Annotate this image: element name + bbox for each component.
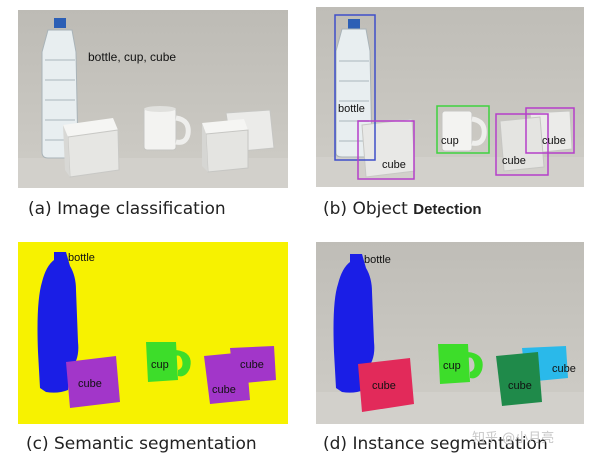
- classification-label: bottle, cup, cube: [88, 50, 177, 64]
- caption-object-detection: (b) Object Detection: [323, 199, 482, 219]
- bottle-bounding-box: [334, 14, 376, 161]
- cube-label: cube: [542, 135, 566, 147]
- caption-bold: Detection: [413, 201, 482, 218]
- bottle-mask: [333, 254, 375, 393]
- panel-instance-segmentation: bottle cube cup cube cube: [316, 242, 584, 424]
- cube-label: cube: [78, 378, 102, 390]
- detection-photo: [316, 7, 584, 187]
- cube-mask: [66, 356, 120, 408]
- cup-mask: [146, 342, 191, 382]
- bottle-mask: [37, 252, 79, 393]
- cube-label: cube: [382, 159, 406, 171]
- bottle-label: bottle: [364, 254, 391, 266]
- cube-bounding-box: [525, 107, 575, 154]
- bottle-label: bottle: [338, 103, 365, 115]
- classification-photo: [18, 10, 288, 188]
- cube-label: cube: [552, 363, 576, 375]
- bottle-label: bottle: [68, 252, 95, 264]
- cube-label: cube: [240, 359, 264, 371]
- cup-mask: [438, 344, 483, 384]
- watermark-text: 知乎 @小月亮: [472, 431, 555, 446]
- semantic-mask: [18, 242, 288, 424]
- cup-object: [143, 106, 191, 151]
- caption-image-classification: (a) Image classification: [28, 199, 226, 219]
- cup-bounding-box: [436, 105, 490, 154]
- cube-bounding-box: [357, 120, 415, 180]
- panel-image-classification: bottle, cup, cube: [18, 10, 288, 188]
- panel-object-detection: bottle cube cup cube cube: [316, 7, 584, 187]
- cup-label: cup: [151, 359, 169, 371]
- cube-label: cube: [508, 380, 532, 392]
- caption-semantic-segmentation: (c) Semantic segmentation: [26, 434, 257, 454]
- panel-semantic-segmentation: bottle cube cup cube cube: [18, 242, 288, 424]
- cup-label: cup: [443, 360, 461, 372]
- instance-mask: [316, 242, 584, 424]
- cube-label: cube: [372, 380, 396, 392]
- caption-instance-segmentation: (d) Instance segmentation: [323, 434, 548, 454]
- caption-prefix: (b) Object: [323, 199, 408, 219]
- cube-mask: [204, 352, 250, 404]
- cube-mask: [358, 358, 414, 412]
- cube-label: cube: [212, 384, 236, 396]
- cube-object: [63, 118, 120, 178]
- cube-label: cube: [502, 155, 526, 167]
- cube-bounding-box: [495, 113, 549, 176]
- cup-object: [441, 110, 487, 152]
- cup-label: cup: [441, 135, 459, 147]
- cube-mask: [496, 352, 542, 406]
- cube-object: [202, 119, 249, 173]
